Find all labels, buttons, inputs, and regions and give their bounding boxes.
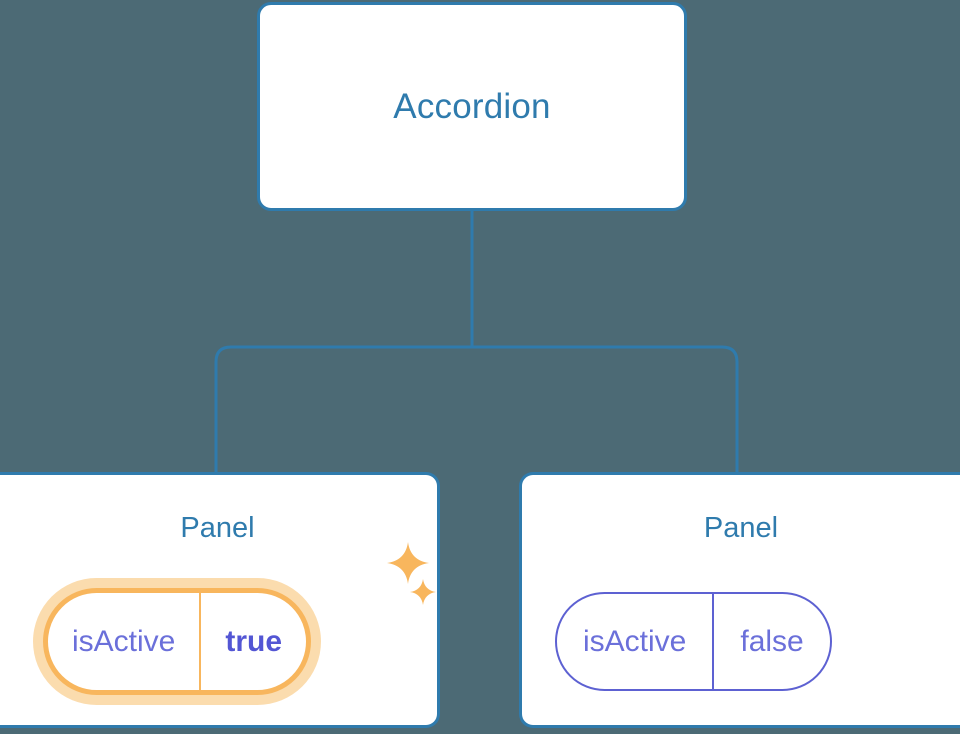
prop-pill-highlight-glow: isActive true: [33, 578, 322, 705]
panel-right-prop-value: false: [740, 624, 804, 658]
panel-right-prop-key: isActive: [557, 594, 715, 689]
accordion-node[interactable]: Accordion: [257, 2, 687, 211]
panel-node-right-title: Panel: [703, 512, 779, 544]
panel-right-prop-pill[interactable]: isActive false: [555, 592, 832, 691]
connector-branch-bar: [214, 345, 739, 472]
panel-left-prop-pill-wrapper: isActive true: [33, 578, 322, 705]
accordion-node-title: Accordion: [393, 87, 551, 126]
panel-left-prop-key: isActive: [48, 593, 202, 690]
panel-left-prop-pill[interactable]: isActive true: [43, 588, 312, 695]
panel-left-prop-value: true: [225, 624, 283, 658]
panel-node-left-title: Panel: [180, 512, 255, 544]
panel-right-prop-pill-wrapper: isActive false: [555, 592, 832, 691]
